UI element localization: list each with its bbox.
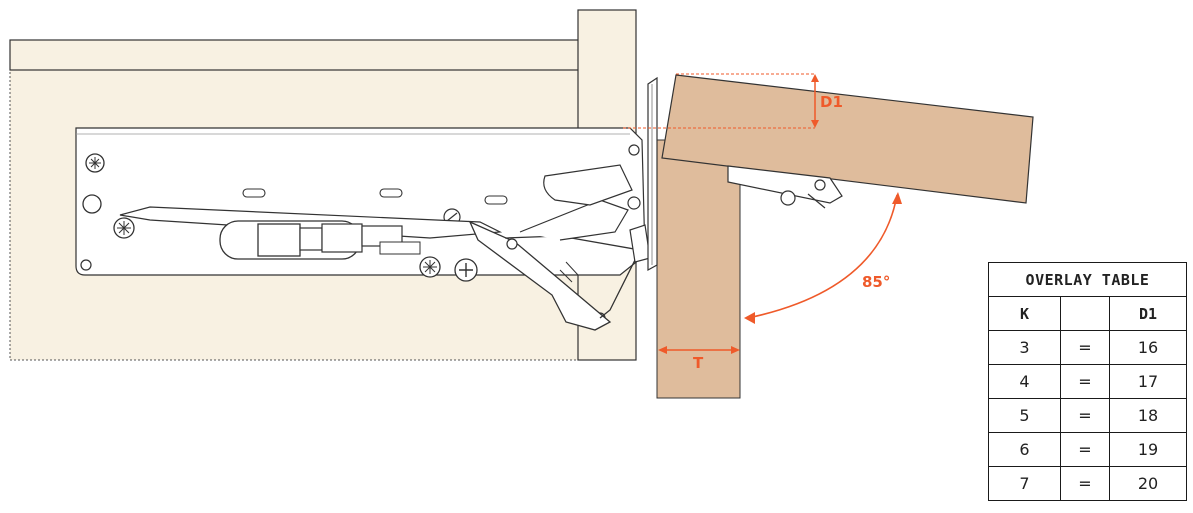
table-cell: =	[1060, 364, 1110, 399]
table-row: 6 = 19	[988, 432, 1187, 467]
table-cell: 6	[988, 432, 1061, 467]
table-cell: 18	[1109, 398, 1187, 433]
table-row: 3 = 16	[988, 330, 1187, 365]
table-row: 7 = 20	[988, 466, 1187, 501]
dimension-t	[658, 346, 740, 354]
table-cell: 7	[988, 466, 1061, 501]
table-cell: =	[1060, 432, 1110, 467]
screw-icon	[419, 256, 441, 278]
table-row: 4 = 17	[988, 364, 1187, 399]
table-cell: 3	[988, 330, 1061, 365]
screw-icon	[85, 153, 105, 173]
overlay-table: OVERLAY TABLE K D1 3 = 16 4 = 17 5 = 18 …	[988, 262, 1187, 501]
table-cell: 5	[988, 398, 1061, 433]
table-cell: 19	[1109, 432, 1187, 467]
table-cell: 17	[1109, 364, 1187, 399]
cabinet-top-shelf	[9, 39, 609, 71]
table-cell: 4	[988, 364, 1061, 399]
screw-icon	[113, 217, 135, 239]
angle-label: 85°	[862, 273, 891, 291]
overlay-table-title: OVERLAY TABLE	[988, 262, 1187, 297]
table-row: 5 = 18	[988, 398, 1187, 433]
column-header-k: K	[988, 296, 1061, 331]
table-cell: =	[1060, 330, 1110, 365]
door-closed	[656, 139, 741, 399]
bracket-icon	[727, 165, 843, 209]
d1-label: D1	[820, 93, 843, 111]
thickness-label: T	[693, 354, 704, 372]
column-header-d1: D1	[1109, 296, 1187, 331]
table-cell: =	[1060, 398, 1110, 433]
dimension-angle	[744, 192, 902, 324]
bracket-icon	[647, 76, 658, 272]
mechanism-mounting-plate	[75, 127, 646, 276]
table-cell: =	[1060, 466, 1110, 501]
hinge-arm-icon	[454, 164, 651, 331]
table-cell: 20	[1109, 466, 1187, 501]
column-header-eq	[1060, 296, 1110, 331]
door-open	[661, 74, 1034, 204]
spring-cylinder	[219, 220, 421, 260]
table-cell: 16	[1109, 330, 1187, 365]
dimension-d1	[623, 73, 819, 129]
